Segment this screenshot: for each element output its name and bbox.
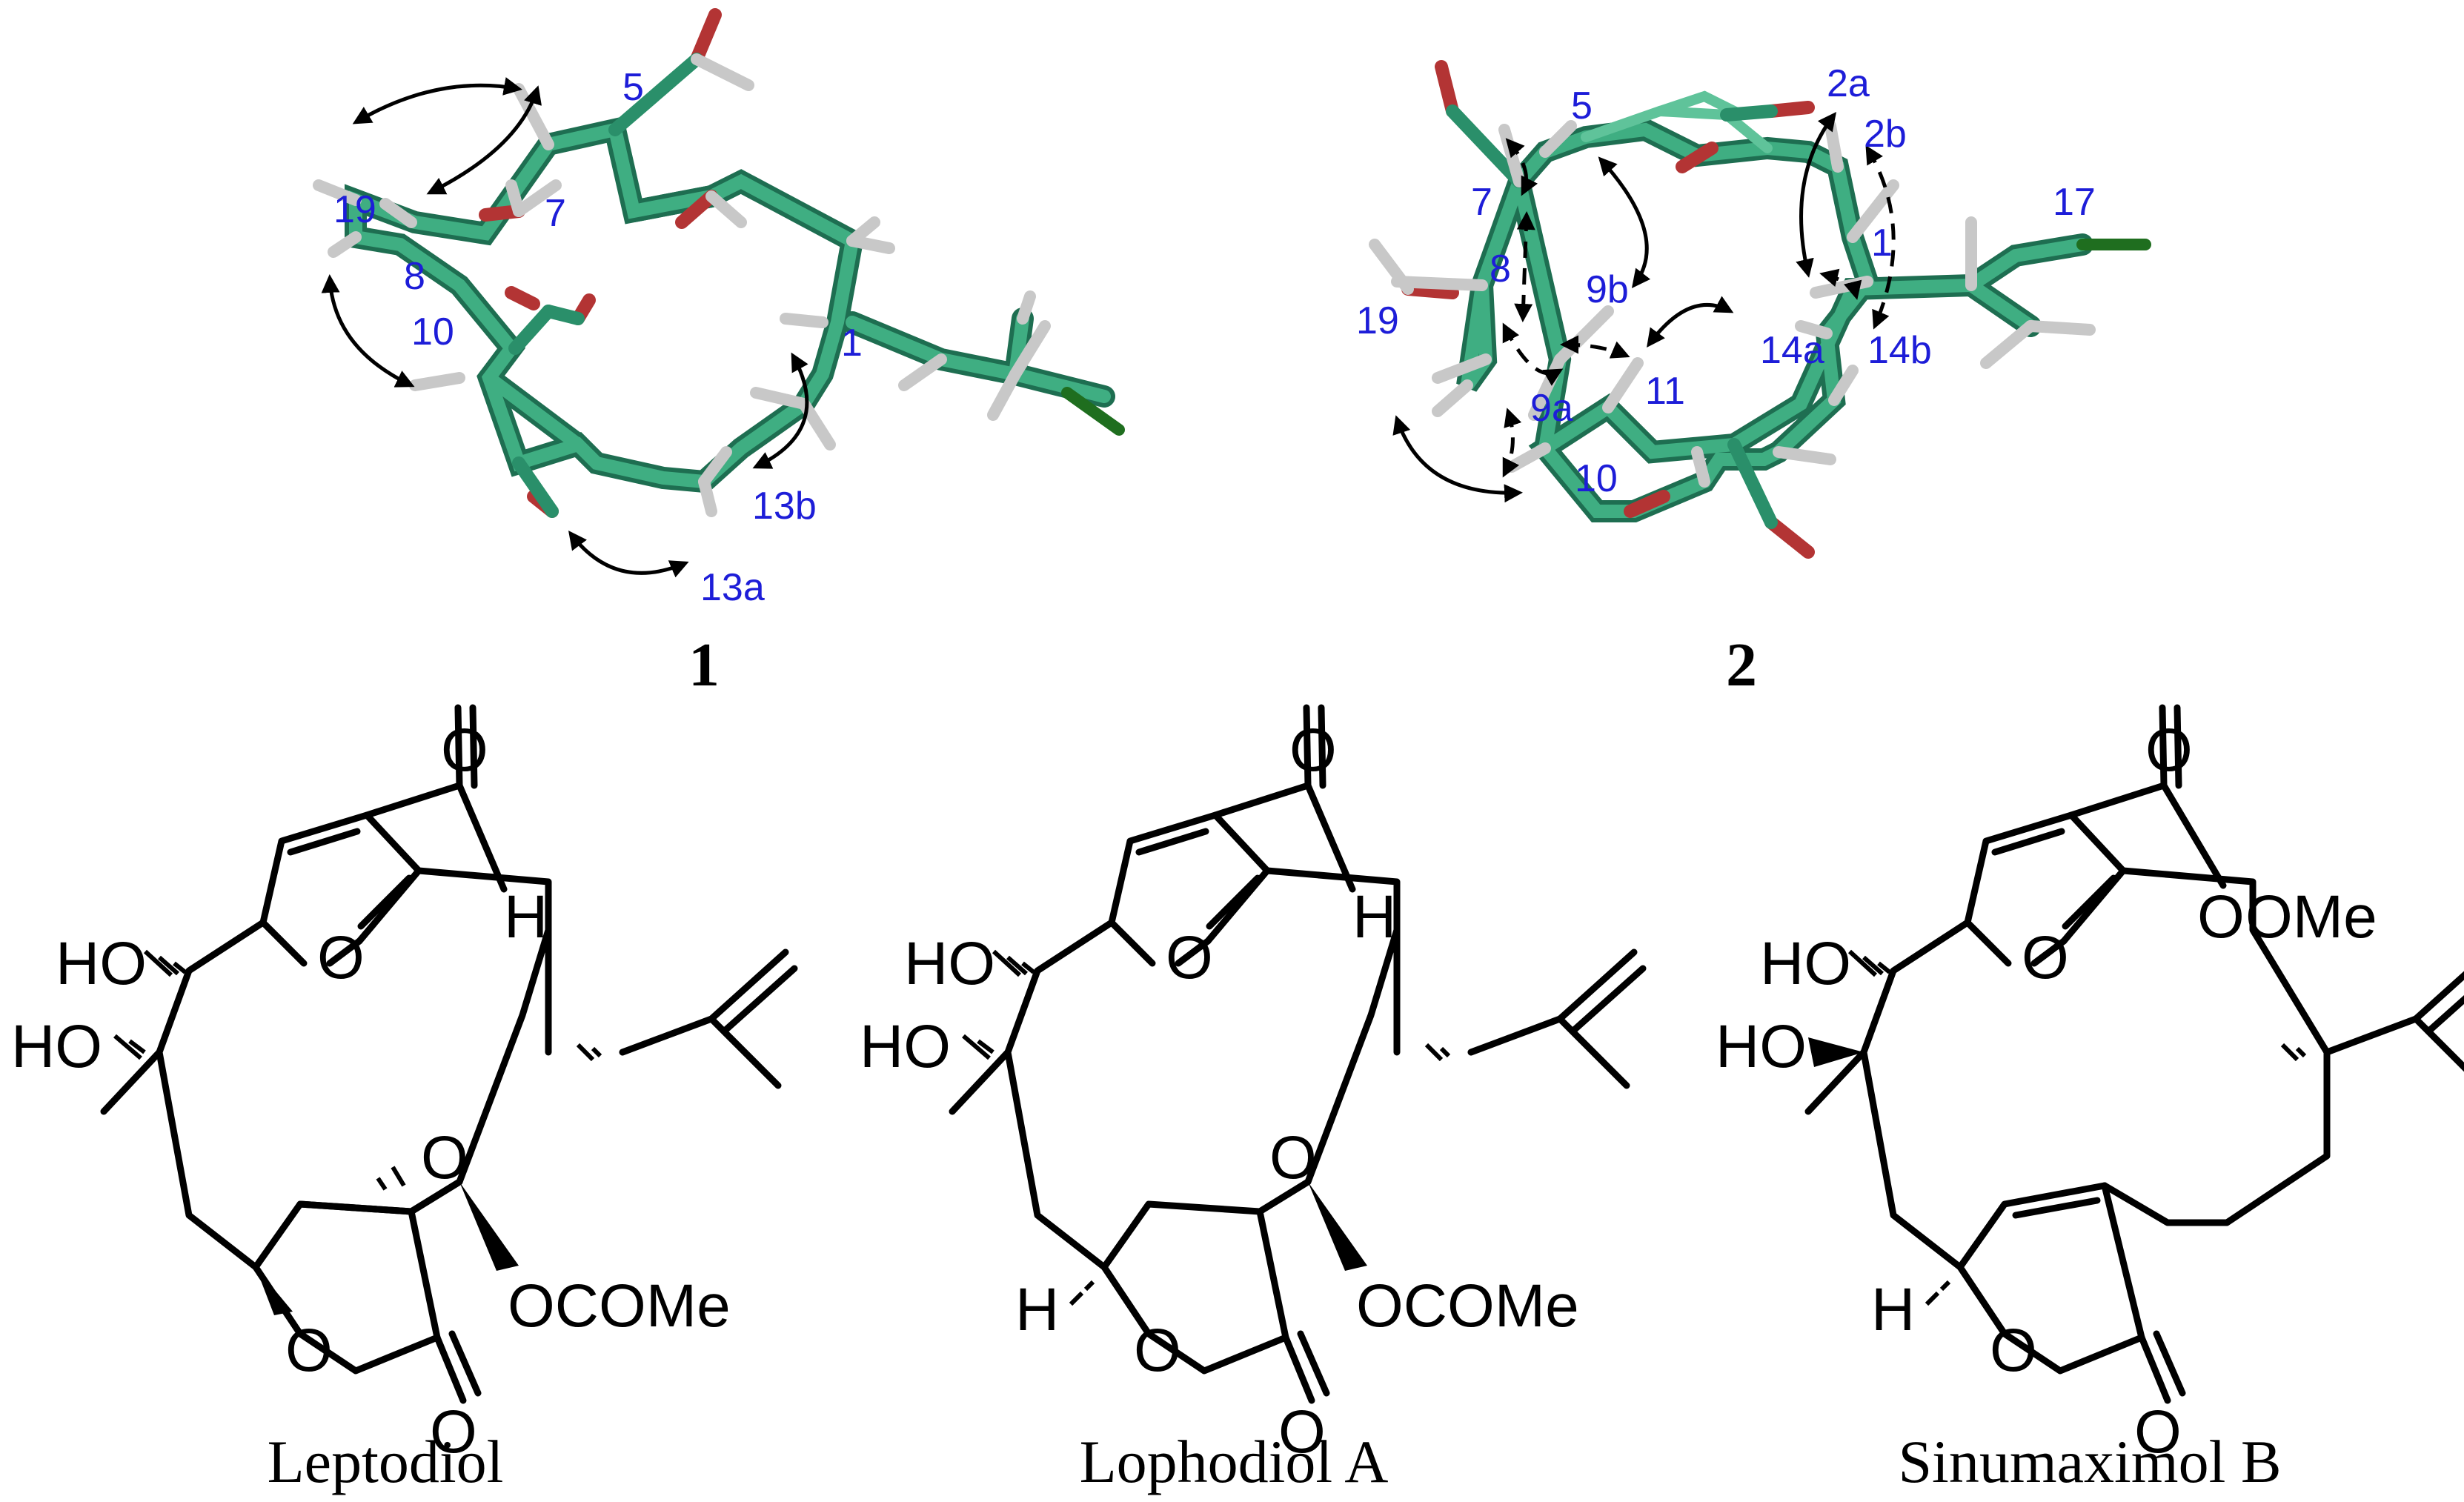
model-1-label: 5 xyxy=(622,66,644,109)
model-2-bonds xyxy=(1369,60,2151,559)
model-2-compound-number: 2 xyxy=(1726,631,1757,700)
lophodiol-atom: O xyxy=(1278,1398,1326,1466)
leptodiol-atom: O xyxy=(285,1317,333,1384)
model-1: 5 7 19 8 10 1 13b 13a 1 xyxy=(313,8,1125,700)
model-1-label: 10 xyxy=(411,310,454,353)
model-1-compound-number: 1 xyxy=(688,631,720,700)
model-2-label: 8 xyxy=(1490,247,1511,290)
leptodiol-atom: H xyxy=(504,883,548,951)
structure-leptodiol: O H HO O HO O O O OCOMe Leptodiol xyxy=(11,704,798,1495)
compound-name-leptodiol: Leptodiol xyxy=(268,1428,504,1495)
leptodiol-atom: HO xyxy=(11,1013,102,1080)
sinumaximol-atom: O xyxy=(2134,1398,2182,1466)
sinumaximol-atom: HO xyxy=(1760,930,1851,997)
lophodiol-atom: O xyxy=(1289,717,1337,784)
model-2-label: 1 xyxy=(1871,222,1893,265)
compound-name-lophodiol-a: Lophodiol A xyxy=(1080,1428,1389,1495)
model-2-label: 14a xyxy=(1760,329,1824,372)
structure-sinumaximol-b: O O OMe HO O HO H O O Sinumaximol B xyxy=(1716,704,2464,1495)
model-2-label: 9a xyxy=(1530,387,1573,430)
leptodiol-atom: O xyxy=(430,1398,477,1466)
model-2-noe-arrows xyxy=(1392,112,1896,503)
model-2-label: 11 xyxy=(1645,370,1685,413)
lophodiol-atom: H xyxy=(1015,1276,1059,1343)
sinumaximol-atom: H xyxy=(1871,1276,1915,1343)
model-1-label: 19 xyxy=(333,188,376,231)
model-2-label: 10 xyxy=(1575,457,1618,500)
model-1-labels: 5 7 19 8 10 1 13b 13a xyxy=(333,66,863,609)
model-1-label: 13a xyxy=(700,566,765,609)
lophodiol-atom: O xyxy=(1269,1124,1317,1192)
lophodiol-atom: O xyxy=(1166,924,1213,991)
model-1-label: 1 xyxy=(841,322,863,365)
model-2-label: 14b xyxy=(1867,329,1932,372)
sinumaximol-atom: OMe xyxy=(2245,883,2377,951)
lophodiol-atom: HO xyxy=(860,1013,951,1080)
model-2-label: 7 xyxy=(1471,181,1492,224)
leptodiol-atom: OCOMe xyxy=(508,1272,731,1340)
sinumaximol-atom: HO xyxy=(1716,1013,1807,1080)
model-2-label: 5 xyxy=(1571,84,1593,127)
sinumaximol-atom: O xyxy=(2197,883,2245,951)
model-2: 5 2a 2b 7 17 9b 8 1 19 14a 14b 9a 11 10 … xyxy=(1356,60,2151,700)
compound-name-sinumaximol-b: Sinumaximol B xyxy=(1898,1428,2281,1495)
model-2-label: 2a xyxy=(1827,62,1870,105)
model-2-label: 2b xyxy=(1864,113,1907,156)
sinumaximol-atom: O xyxy=(2022,924,2069,991)
sinumaximol-atom: O xyxy=(2145,717,2193,784)
model-1-label: 7 xyxy=(545,192,566,235)
model-1-label: 13b xyxy=(752,485,817,528)
lophodiol-atom: HO xyxy=(904,930,995,997)
model-2-label: 19 xyxy=(1356,299,1399,342)
lophodiol-atom: O xyxy=(1134,1317,1181,1384)
leptodiol-atom: O xyxy=(317,924,365,991)
leptodiol-atom: O xyxy=(441,717,488,784)
model-2-label: 9b xyxy=(1586,268,1629,311)
leptodiol-atom: HO xyxy=(56,930,147,997)
model-2-label: 17 xyxy=(2053,181,2096,224)
model-2-labels: 5 2a 2b 7 17 9b 8 1 19 14a 14b 9a 11 10 xyxy=(1356,62,2096,500)
model-1-noe-arrows xyxy=(321,77,809,578)
model-1-label: 8 xyxy=(404,255,425,298)
sinumaximol-atom: O xyxy=(1990,1317,2037,1384)
leptodiol-atom: O xyxy=(421,1124,468,1192)
structure-lophodiol-a: O H HO O HO O H O O OCOMe Lophodiol A xyxy=(860,704,1647,1495)
lophodiol-atom: OCOMe xyxy=(1356,1272,1579,1340)
lophodiol-atom: H xyxy=(1352,883,1396,951)
